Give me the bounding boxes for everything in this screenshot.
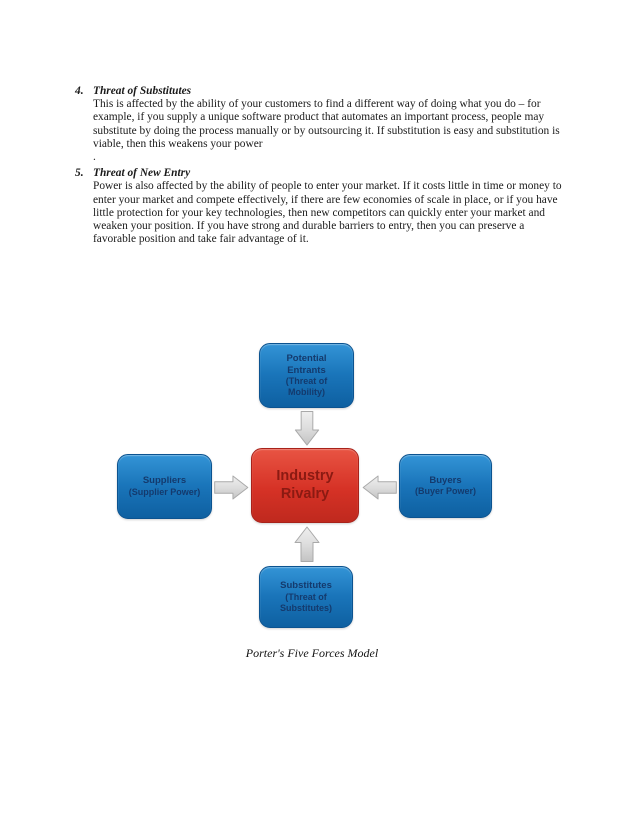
node-title: Suppliers <box>142 475 187 487</box>
node-subtitle: (Buyer Power) <box>414 486 476 497</box>
block-arrow-up-icon <box>294 526 320 562</box>
node-buyers: Buyers (Buyer Power) <box>399 454 492 518</box>
node-potential-entrants: Potential Entrants (Threat of Mobility) <box>259 343 354 408</box>
list-item-threat-of-new-entry: 5. Threat of New Entry Power is also aff… <box>75 167 569 246</box>
node-title: Buyers <box>429 474 462 486</box>
block-arrow-right-icon <box>214 475 249 500</box>
diagram-caption: Porter's Five Forces Model <box>245 646 379 660</box>
node-title: Potential Entrants <box>286 353 327 376</box>
item-body: Power is also affected by the ability of… <box>93 180 562 246</box>
node-subtitle: (Threat of Substitutes) <box>279 591 332 613</box>
item-body: This is affected by the ability of your … <box>93 98 560 150</box>
list-number: 4. <box>75 85 84 97</box>
node-subtitle: (Supplier Power) <box>128 486 201 497</box>
node-title: Substitutes <box>280 580 332 592</box>
text-block: 4. Threat of Substitutes This is affecte… <box>75 85 569 246</box>
node-suppliers: Suppliers (Supplier Power) <box>117 454 212 519</box>
list-item-threat-of-substitutes: 4. Threat of Substitutes This is affecte… <box>75 85 569 164</box>
node-industry-rivalry: Industry Rivalry <box>251 448 359 523</box>
node-subtitle: (Threat of Mobility) <box>285 376 328 397</box>
block-arrow-down-icon <box>294 411 320 446</box>
node-substitutes: Substitutes (Threat of Substitutes) <box>259 566 353 628</box>
list-number: 5. <box>75 167 84 180</box>
item-heading: Threat of New Entry <box>93 167 191 180</box>
five-forces-diagram: Potential Entrants (Threat of Mobility) … <box>0 330 638 675</box>
item-trailing-period: . <box>93 151 96 164</box>
block-arrow-left-icon <box>362 475 397 500</box>
node-title: Industry Rivalry <box>276 468 334 502</box>
item-heading: Threat of Substitutes <box>93 85 192 97</box>
